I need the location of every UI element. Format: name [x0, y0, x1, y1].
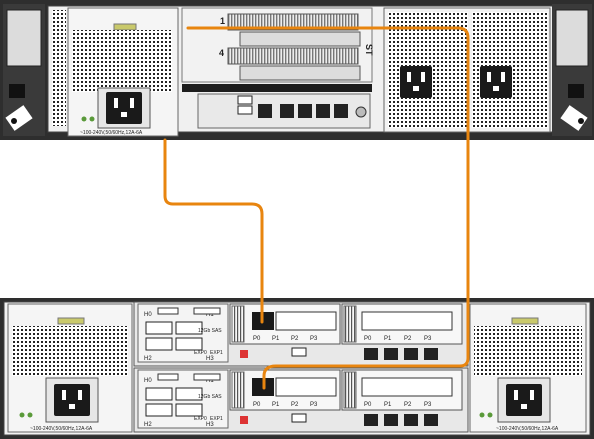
io-label-h0: H0: [144, 378, 152, 384]
server-right-rack-ear: [552, 4, 592, 136]
sas-cable-b[interactable]: [186, 26, 470, 390]
io-label-h0: H0: [144, 312, 152, 318]
psu-led-icon: [89, 116, 95, 122]
host-port[interactable]: [175, 337, 203, 351]
port-label-p2: P2: [404, 402, 412, 408]
psu-led-icon: [479, 412, 485, 418]
port-label-p3: P3: [424, 336, 432, 342]
network-port[interactable]: [384, 414, 398, 426]
port-label-p2: P2: [291, 336, 299, 342]
psu-rating-label: ~100-240V,50/60Hz,12A-6A: [496, 426, 559, 432]
host-port[interactable]: [175, 403, 203, 417]
psu-handle: [511, 317, 539, 325]
port-label-p1: P1: [384, 402, 392, 408]
power-socket[interactable]: [54, 384, 90, 416]
exp-label-0: EXP0: [194, 350, 207, 356]
port-label-p1: P1: [272, 336, 280, 342]
psu-led-icon: [81, 116, 87, 122]
usb-port[interactable]: [237, 95, 253, 105]
port-label-p0: P0: [253, 336, 261, 342]
server-chassis: ~100-240V,50/60Hz,12A-6A 1 4 ST: [0, 0, 594, 140]
controller-bottom: H0 H1 H2 H3 12Gb SAS EXP0 EXP1 P0 P1 P2 …: [133, 367, 469, 433]
sas-cables: [163, 26, 470, 390]
io-label-h1: H1: [206, 378, 214, 384]
slot-label-1: 1: [220, 16, 225, 26]
mgmt-port[interactable]: [258, 104, 272, 118]
sas-cable-a[interactable]: [163, 138, 264, 324]
psu-handle: [57, 317, 85, 325]
host-port[interactable]: [145, 403, 173, 417]
warning-icon: [240, 350, 248, 358]
network-port[interactable]: [424, 414, 438, 426]
controller-top: H0 H1 H2 H3 12Gb SAS EXP0 EXP1 P0 P1 P2 …: [133, 301, 469, 367]
psu-rating-label: ~100-240V,50/60Hz,12A-6A: [30, 426, 93, 432]
port-label-p0: P0: [253, 402, 261, 408]
port-label-p3: P3: [310, 336, 318, 342]
psu-led-icon: [19, 412, 25, 418]
io-label-h3: H3: [206, 356, 214, 362]
warning-icon: [240, 416, 248, 424]
psu-led-icon: [27, 412, 33, 418]
io-label-h2: H2: [144, 356, 152, 362]
sas-label: 12Gb SAS: [198, 328, 222, 334]
host-port[interactable]: [145, 321, 173, 335]
power-socket[interactable]: [506, 384, 542, 416]
usb-port[interactable]: [291, 413, 307, 423]
port-label-p3: P3: [424, 402, 432, 408]
server-psu-left: ~100-240V,50/60Hz,12A-6A: [67, 7, 179, 137]
port-label-p1: P1: [272, 402, 280, 408]
power-socket[interactable]: [106, 92, 142, 124]
power-socket[interactable]: [480, 66, 512, 98]
usb-port[interactable]: [237, 105, 253, 115]
host-port[interactable]: [175, 321, 203, 335]
usb-port[interactable]: [291, 347, 307, 357]
network-port[interactable]: [404, 414, 418, 426]
slot-label-4: 4: [219, 48, 224, 58]
port-label-p3: P3: [310, 402, 318, 408]
power-socket[interactable]: [400, 66, 432, 98]
network-port[interactable]: [404, 348, 418, 360]
storage-psu-right: ~100-240V,50/60Hz,12A-6A: [469, 303, 587, 433]
network-port[interactable]: [424, 348, 438, 360]
psu-led-icon: [487, 412, 493, 418]
psu-handle: [113, 23, 137, 31]
server-left-rack-ear: [3, 4, 45, 136]
network-port-net3[interactable]: [334, 104, 348, 118]
port-label-p0: P0: [364, 336, 372, 342]
network-port-net2[interactable]: [316, 104, 330, 118]
exp-label-0: EXP0: [194, 416, 207, 422]
pcie-slot[interactable]: [239, 65, 361, 81]
network-port[interactable]: [364, 414, 378, 426]
port-label-p2: P2: [291, 402, 299, 408]
host-port[interactable]: [145, 337, 173, 351]
host-port[interactable]: [175, 387, 203, 401]
network-port-net0[interactable]: [280, 104, 294, 118]
host-port[interactable]: [145, 387, 173, 401]
serial-port[interactable]: [355, 106, 367, 118]
port-label-p2: P2: [404, 336, 412, 342]
sas-port[interactable]: [361, 377, 453, 397]
exp-label-1: EXP1: [210, 350, 223, 356]
io-label-h1: H1: [206, 312, 214, 318]
exp-label-1: EXP1: [210, 416, 223, 422]
port-label-p0: P0: [364, 402, 372, 408]
io-label-h2: H2: [144, 422, 152, 428]
psu-rating-label: ~100-240V,50/60Hz,12A-6A: [80, 130, 143, 136]
network-port[interactable]: [384, 348, 398, 360]
vertical-slot-label: ST: [364, 44, 374, 56]
port-label-p1: P1: [384, 336, 392, 342]
sas-label: 12Gb SAS: [198, 394, 222, 400]
pcie-slot[interactable]: [239, 31, 361, 47]
storage-psu-left: ~100-240V,50/60Hz,12A-6A: [7, 303, 133, 433]
sas-port[interactable]: [361, 311, 453, 331]
server-vent-left: [52, 10, 66, 126]
network-port-net1[interactable]: [298, 104, 312, 118]
network-port[interactable]: [364, 348, 378, 360]
io-label-h3: H3: [206, 422, 214, 428]
server-rail: [182, 84, 372, 92]
server-rear-io: [197, 93, 371, 129]
server-pcie-area: 1 4 ST: [181, 7, 374, 83]
storage-chassis: ~100-240V,50/60Hz,12A-6A ~100-240V,50/60…: [0, 298, 594, 439]
